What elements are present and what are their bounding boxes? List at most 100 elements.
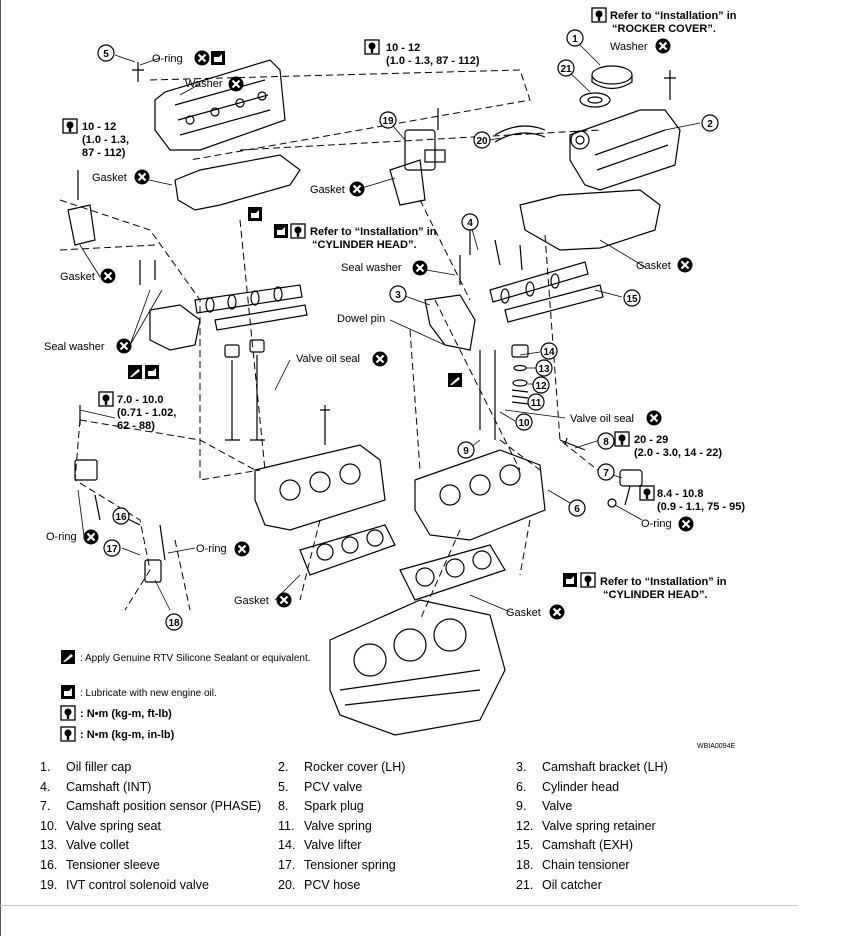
legend-item: 2.Rocker cover (LH) bbox=[278, 760, 405, 774]
legend-item-number: 4. bbox=[40, 779, 51, 794]
legend-item-name: Spark plug bbox=[304, 799, 364, 814]
gasket-label-head-lh: Gasket bbox=[234, 595, 269, 607]
refer-rocker-line1: Refer to “Installation” in bbox=[610, 10, 737, 22]
callout-13: 13 bbox=[535, 359, 553, 377]
torque-sensor-line2: (0.9 - 1.1, 75 - 95) bbox=[657, 501, 745, 513]
do-not-reuse-icon bbox=[193, 49, 211, 67]
legend-item: 16.Tensioner sleeve bbox=[40, 858, 160, 872]
callout-10: 10 bbox=[515, 413, 533, 431]
callout-2: 2 bbox=[701, 114, 719, 132]
legend-item-name: Valve spring retainer bbox=[542, 818, 656, 833]
torque-left-line3: 87 - 112) bbox=[82, 147, 126, 159]
oil-can-icon bbox=[211, 51, 225, 65]
svg-text:21: 21 bbox=[560, 64, 572, 75]
callout-18: 18 bbox=[165, 613, 183, 631]
do-not-reuse-icon bbox=[82, 528, 100, 546]
callout-17: 17 bbox=[103, 539, 121, 557]
camshafts-rh bbox=[489, 261, 604, 323]
legend-item-number: 17. bbox=[278, 858, 296, 872]
svg-text:13: 13 bbox=[538, 364, 550, 375]
legend-item: 14.Valve lifter bbox=[278, 838, 361, 852]
svg-text:5: 5 bbox=[103, 49, 109, 60]
torque-wrench-icon bbox=[614, 431, 630, 447]
refer-head-lower-line2: “CYLINDER HEAD”. bbox=[603, 589, 708, 601]
oring-label-tensioner: O-ring bbox=[46, 531, 77, 543]
legend-item-number: 3. bbox=[516, 760, 527, 774]
torque-sensor-line1: 8.4 - 10.8 bbox=[657, 488, 703, 500]
legend-item-name: Valve collet bbox=[66, 838, 129, 853]
legend-item: 5.PCV valve bbox=[278, 780, 362, 794]
legend-item: 8.Spark plug bbox=[278, 799, 364, 813]
spark-plug-lh bbox=[320, 405, 330, 445]
legend-item-number: 19. bbox=[40, 877, 58, 892]
camshaft-bracket-rh bbox=[424, 294, 476, 351]
page-left-border bbox=[0, 0, 1, 936]
camshafts-lh bbox=[194, 284, 308, 331]
callout-3: 3 bbox=[389, 285, 407, 303]
oil-can-icon bbox=[563, 573, 577, 587]
ivt-solenoid-valve bbox=[404, 108, 446, 171]
oil-can-icon bbox=[274, 224, 288, 238]
legend-item-number: 15. bbox=[516, 838, 534, 853]
svg-text:17: 17 bbox=[106, 544, 118, 555]
legend-item: 7.Camshaft position sensor (PHASE) bbox=[40, 799, 261, 813]
legend-item: 19. IVT control solenoid valve bbox=[40, 878, 209, 892]
callout-21: 21 bbox=[557, 59, 575, 77]
legend-item-number: 11. bbox=[278, 818, 295, 833]
torque-wrench-icon bbox=[60, 705, 76, 721]
legend-item: 10.Valve spring seat bbox=[40, 819, 161, 833]
callout-1: 1 bbox=[566, 29, 584, 47]
figure-code: WBIA0094E bbox=[697, 743, 735, 750]
key-nm-ftlb-text: : N•m (kg-m, ft-lb) bbox=[80, 708, 172, 720]
legend-item: 11.Valve spring bbox=[278, 819, 372, 833]
legend-item-name: Camshaft bracket (LH) bbox=[542, 760, 668, 774]
valve-stack-rh bbox=[479, 344, 529, 440]
svg-text:19: 19 bbox=[382, 116, 394, 127]
legend-item-name: Cylinder head bbox=[542, 779, 620, 794]
cylinder-head-lh bbox=[254, 444, 386, 531]
legend-item: 1.Oil filler cap bbox=[40, 760, 131, 774]
do-not-reuse-icon bbox=[676, 256, 694, 274]
torque-ivt-line2: (1.0 - 1.3, 87 - 112) bbox=[386, 55, 480, 67]
valves-lh bbox=[224, 339, 265, 441]
camshaft-bracket-lh bbox=[149, 159, 426, 351]
legend-item: 18.Chain tensioner bbox=[516, 858, 630, 872]
rocker-bolt-rh bbox=[664, 70, 676, 100]
legend-item-name: Camshaft position sensor (PHASE) bbox=[66, 799, 262, 814]
legend-item-name: IVT control solenoid valve bbox=[66, 877, 209, 892]
oring-label-pcv: O-ring bbox=[152, 53, 183, 65]
head-gasket-rh bbox=[399, 544, 506, 601]
svg-text:7: 7 bbox=[603, 468, 609, 479]
do-not-reuse-icon bbox=[348, 180, 366, 198]
svg-text:20: 20 bbox=[476, 136, 488, 147]
pcv-hose bbox=[494, 125, 546, 136]
legend-item-number: 14. bbox=[278, 838, 296, 853]
cylinder-block bbox=[329, 599, 506, 736]
rocker-cover-lh bbox=[154, 59, 286, 151]
svg-text:14: 14 bbox=[543, 347, 555, 358]
oil-can-icon bbox=[61, 685, 75, 699]
valve-oil-seal-label-lh: Valve oil seal bbox=[296, 353, 360, 365]
callout-5: 5 bbox=[97, 44, 115, 62]
svg-text:10: 10 bbox=[518, 418, 530, 429]
torque-wrench-icon bbox=[639, 485, 655, 501]
legend-item-name: Tensioner spring bbox=[304, 858, 396, 872]
oil-can-icon bbox=[145, 365, 159, 379]
pcv-valve bbox=[132, 62, 144, 82]
key-sealant-text: : Apply Genuine RTV Silicone Sealant or … bbox=[80, 653, 311, 664]
seal-washer-label-left: Seal washer bbox=[44, 341, 105, 353]
legend-item: 17. Tensioner spring bbox=[278, 858, 396, 872]
washer-label-top-right: Washer bbox=[610, 41, 648, 53]
legend-item-name: Oil catcher bbox=[542, 877, 602, 892]
exploded-diagram: 1 2 3 4 5 6 7 8 9 10 11 12 13 14 15 16 1… bbox=[44, 7, 745, 750]
bottom-divider bbox=[0, 905, 798, 906]
bracket-bolts-rh bbox=[469, 230, 523, 271]
key-nm-inlb-text: : N•m (kg-m, in-lb) bbox=[80, 729, 175, 741]
sealant-icon bbox=[61, 650, 75, 664]
cylinder-head-rh bbox=[414, 449, 546, 541]
torque-wrench-icon bbox=[591, 7, 607, 23]
left-bolts bbox=[67, 170, 156, 425]
torque-wrench-icon bbox=[364, 39, 380, 55]
do-not-reuse-icon bbox=[654, 37, 672, 55]
svg-text:2: 2 bbox=[707, 119, 713, 130]
